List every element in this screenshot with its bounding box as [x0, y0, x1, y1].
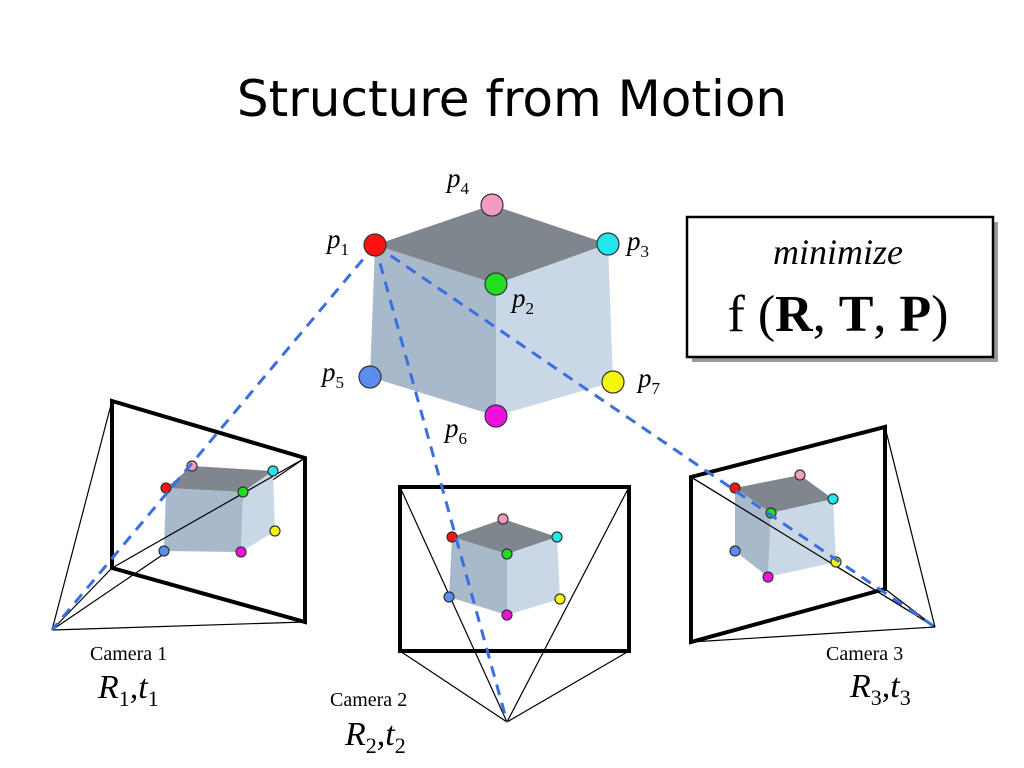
camera-3-label: Camera 3: [826, 643, 903, 665]
camera-2-mini-cube: [449, 519, 560, 615]
camera-1-frustum-line: [51, 567, 113, 631]
camera-1-params: R1,t1: [97, 669, 159, 711]
camera-2-proj-p7: [554, 593, 566, 605]
camera-1-frustum-line: [51, 400, 113, 631]
camera-2-proj-p4: [497, 513, 509, 525]
camera-3-proj-p6: [762, 571, 774, 583]
camera-2-proj-p5: [443, 591, 455, 603]
point-p4: [480, 193, 504, 217]
camera-2-frustum-line: [399, 486, 508, 723]
camera-2-frustum-line: [506, 650, 630, 723]
mini-cube-right: [507, 537, 560, 615]
camera-2-frustum-line: [399, 650, 508, 723]
point-p5: [358, 365, 382, 389]
label-p2: p2: [510, 283, 534, 318]
label-p4: p4: [445, 163, 470, 198]
camera-1-proj-p3: [267, 465, 279, 477]
cube-top-face: [375, 205, 608, 284]
label-p7: p7: [636, 363, 661, 398]
camera-2-proj-p1: [446, 531, 458, 543]
camera-3-frustum-line: [690, 476, 936, 628]
camera-2-frustum-line: [506, 486, 630, 723]
mini-cube-top: [166, 466, 273, 492]
slide-title: Structure from Motion: [237, 70, 787, 128]
cube-left-face: [370, 245, 496, 416]
camera-2-params: R2,t2: [344, 716, 406, 758]
camera-3-proj-p5: [729, 545, 741, 557]
camera-1-proj-p1: [160, 482, 172, 494]
point-p3: [596, 232, 620, 256]
point-p6: [484, 404, 508, 428]
camera-1-proj-p2: [237, 486, 249, 498]
camera-2: [398, 485, 631, 723]
cube-right-face: [496, 244, 613, 416]
mini-cube-top: [735, 475, 833, 513]
objective-box-frame: [685, 215, 995, 359]
objective-minimize: minimize: [773, 232, 903, 272]
camera-2-proj-p3: [551, 531, 563, 543]
label-p6: p6: [443, 413, 467, 448]
objective-box: minimize f (R, T, P): [685, 215, 998, 362]
camera-3-frustum-line: [884, 426, 936, 628]
label-p3: p3: [625, 226, 649, 261]
camera-1: [51, 398, 307, 631]
point-p2: [484, 272, 508, 296]
camera-1-proj-p6: [235, 546, 247, 558]
camera-2-label: Camera 2: [330, 689, 407, 711]
mini-cube-right: [241, 471, 275, 552]
mini-cube-top: [452, 519, 557, 554]
camera-3-proj-p3: [827, 493, 839, 505]
camera-1-frustum-line: [51, 621, 306, 631]
mini-cube-left: [164, 488, 243, 552]
camera-3-proj-p4: [794, 469, 806, 481]
camera-1-proj-p7: [269, 525, 281, 537]
projection-ray-camera-2: [373, 244, 509, 723]
camera-1-proj-p4: [186, 460, 198, 472]
camera-1-mini-cube: [164, 466, 275, 552]
camera-2-proj-p6: [501, 609, 513, 621]
objective-function: f (R, T, P): [728, 286, 949, 343]
point-p7: [601, 370, 625, 394]
camera-3-frustum-line: [690, 626, 936, 643]
label-p1: p1: [325, 224, 349, 259]
main-cube: [370, 205, 613, 416]
camera-1-label: Camera 1: [90, 643, 167, 665]
label-p5: p5: [320, 357, 344, 392]
camera-1-proj-p5: [158, 545, 170, 557]
camera-3: [689, 424, 936, 645]
camera-3-params: R3,t3: [849, 668, 911, 710]
mini-cube-left: [449, 537, 507, 615]
projection-ray-camera-1: [50, 244, 377, 631]
point-p1: [363, 233, 387, 257]
camera-2-proj-p2: [501, 548, 513, 560]
